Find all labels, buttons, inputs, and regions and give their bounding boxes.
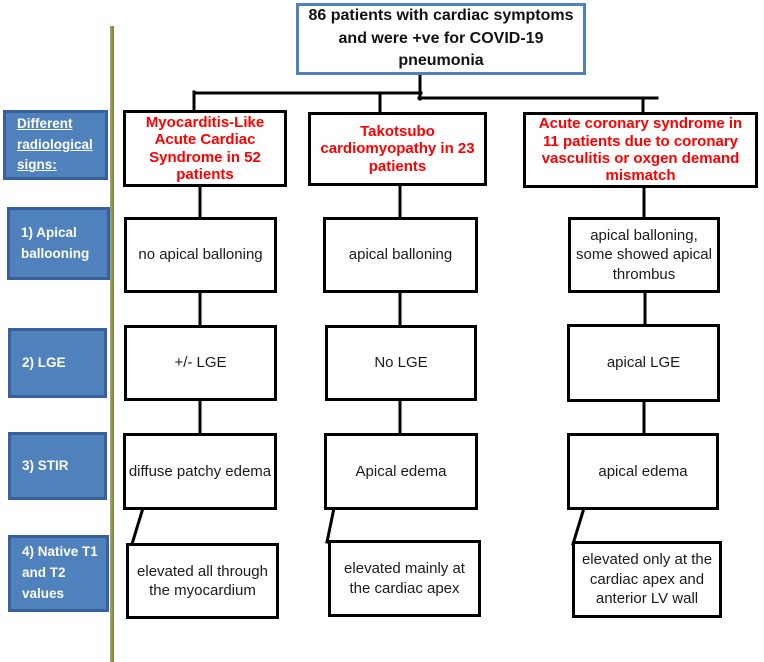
cell-acute-coronary-lge: apical LGE [567,324,720,402]
cell-myocarditis-apical-ballooning: no apical balloning [124,217,277,293]
sidebar-item-label: 1) Apical ballooning [21,224,90,261]
cell-takotsubo-stir: Apical edema [324,433,478,510]
cell-text: +/- LGE [174,354,227,372]
sidebar-heading-text: Different radiological signs: [17,115,93,173]
cell-acute-coronary-t1-t2: elevated only at the cardiac apex and an… [572,541,722,618]
column-header-myocarditis: Myocarditis-Like Acute Cardiac Syndrome … [123,110,287,187]
cell-text: apical LGE [606,354,681,372]
column-header-acute-coronary: Acute coronary syndrome in 11 patients d… [523,112,758,188]
column-header-text: Takotsubo cardiomyopathy in 23 patients [320,122,475,175]
sidebar-item-heading: Different radiological signs: [3,110,108,180]
cell-myocarditis-t1-t2: elevated all through the myocardium [126,543,279,619]
sidebar-item-label: 4) Native T1 and T2 values [22,544,98,601]
sidebar-item-apical-ballooning: 1) Apical ballooning [7,207,110,280]
cell-text: elevated only at the cardiac apex and an… [581,551,713,608]
root-box: 86 patients with cardiac symptoms and we… [296,3,586,75]
vertical-divider-line [110,26,114,662]
cell-takotsubo-lge: No LGE [325,325,477,401]
sidebar-item-label: 3) STIR [22,457,69,473]
cell-myocarditis-stir: diffuse patchy edema [123,433,277,510]
cell-takotsubo-apical-ballooning: apical balloning [323,217,478,293]
cell-acute-coronary-apical-ballooning: apical balloning, some showed apical thr… [568,217,720,293]
cell-text: diffuse patchy edema [128,462,272,480]
column-header-text: Myocarditis-Like Acute Cardiac Syndrome … [145,113,265,183]
column-header-takotsubo: Takotsubo cardiomyopathy in 23 patients [308,112,487,186]
sidebar-item-label: 2) LGE [22,354,66,370]
cell-takotsubo-t1-t2: elevated mainly at the cardiac apex [328,540,481,617]
cell-text: apical balloning, some showed apical thr… [576,226,712,283]
root-box-text: 86 patients with cardiac symptoms and we… [308,6,574,70]
sidebar-item-stir: 3) STIR [8,432,107,500]
column-header-text: Acute coronary syndrome in 11 patients d… [538,115,743,185]
sidebar-item-lge: 2) LGE [8,328,107,398]
cell-text: elevated all through the myocardium [137,562,268,600]
cell-text: apical edema [598,462,688,480]
cell-text: No LGE [374,354,428,372]
cell-myocarditis-lge: +/- LGE [124,325,277,401]
cell-text: no apical balloning [138,246,263,264]
cell-text: elevated mainly at the cardiac apex [344,560,465,597]
cell-text: Apical edema [355,462,447,480]
sidebar-item-native-t1-t2: 4) Native T1 and T2 values [8,535,109,612]
cell-acute-coronary-stir: apical edema [567,433,719,510]
cell-text: apical balloning [348,246,453,264]
